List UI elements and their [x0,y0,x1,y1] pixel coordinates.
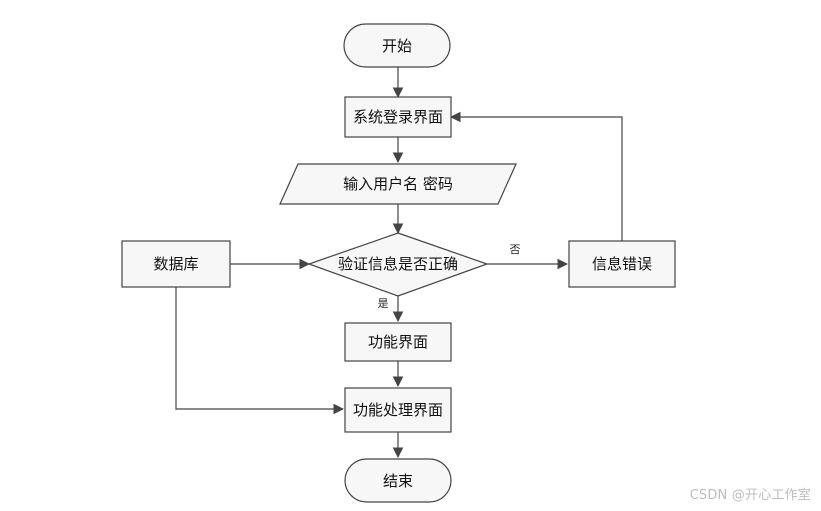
edge-database-to-process [175,287,345,415]
edge-label-yes: 是 [378,297,389,310]
login-screen-label: 系统登录界面 [353,108,443,126]
login-screen-node: 系统登录界面 [344,96,452,138]
function-screen-label: 功能界面 [368,333,428,351]
error-info-label: 信息错误 [592,255,652,273]
edge-label-no: 否 [510,243,521,256]
start-node: 开始 [343,23,451,68]
function-process-screen-label: 功能处理界面 [353,401,443,419]
end-node: 结束 [344,458,452,503]
start-label: 开始 [382,37,412,55]
end-label: 结束 [383,472,413,490]
verify-decision-node: 验证信息是否正确 [307,232,489,297]
database-label: 数据库 [153,255,198,273]
function-screen-node: 功能界面 [344,322,452,362]
watermark: CSDN @开心工作室 [689,488,811,503]
edge-error-to-login [449,111,623,241]
input-credentials-node: 输入用户名 密码 [279,163,517,205]
error-info-node: 信息错误 [568,240,676,288]
verify-decision-label: 验证信息是否正确 [338,255,458,273]
input-credentials-label: 输入用户名 密码 [343,175,453,193]
database-node: 数据库 [121,240,231,288]
function-process-screen-node: 功能处理界面 [344,387,452,433]
